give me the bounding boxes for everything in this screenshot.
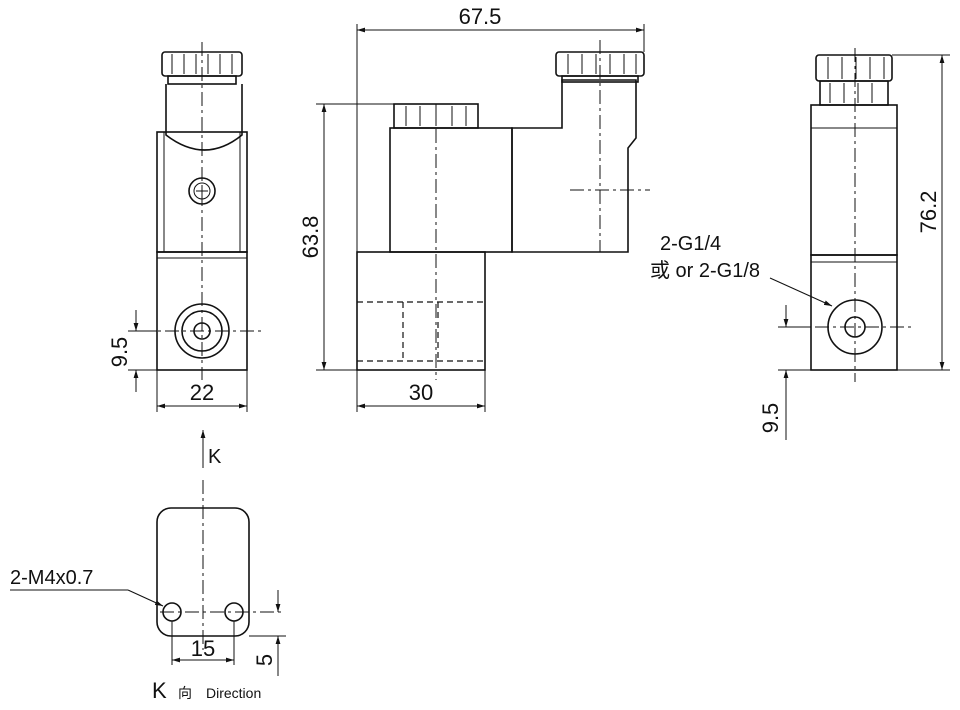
port-thread-callout-1: 2-G1/4 — [660, 233, 721, 255]
k-view-letter: K — [152, 678, 167, 703]
mount-thread-callout: 2-M4x0.7 — [10, 567, 93, 589]
dim-port-height-9-5: 9.5 — [107, 337, 132, 368]
dim-body-width-30: 30 — [409, 380, 433, 405]
dim-hole-spacing-15: 15 — [191, 636, 215, 661]
front-view: 67.5 63.8 30 — [298, 4, 650, 412]
k-direction-view: 2-M4x0.7 15 5 K 向 Direction — [10, 480, 286, 703]
k-view-cn: 向 — [178, 685, 192, 701]
dim-width-22: 22 — [190, 380, 214, 405]
right-side-view: 76.2 9.5 2-G1/4 或 or 2-G1/8 — [650, 48, 950, 440]
k-arrow-label: K — [208, 446, 222, 468]
dim-front-height-63-8: 63.8 — [298, 216, 323, 259]
k-view-en: Direction — [206, 685, 261, 701]
dim-hole-offset-5: 5 — [252, 654, 277, 666]
left-side-view: 22 9.5 K — [107, 42, 262, 468]
dim-overall-length-67-5: 67.5 — [459, 4, 502, 29]
dim-right-height-76-2: 76.2 — [916, 191, 941, 234]
port-thread-callout-2: 或 or 2-G1/8 — [650, 259, 760, 282]
dim-right-port-9-5: 9.5 — [758, 403, 783, 434]
